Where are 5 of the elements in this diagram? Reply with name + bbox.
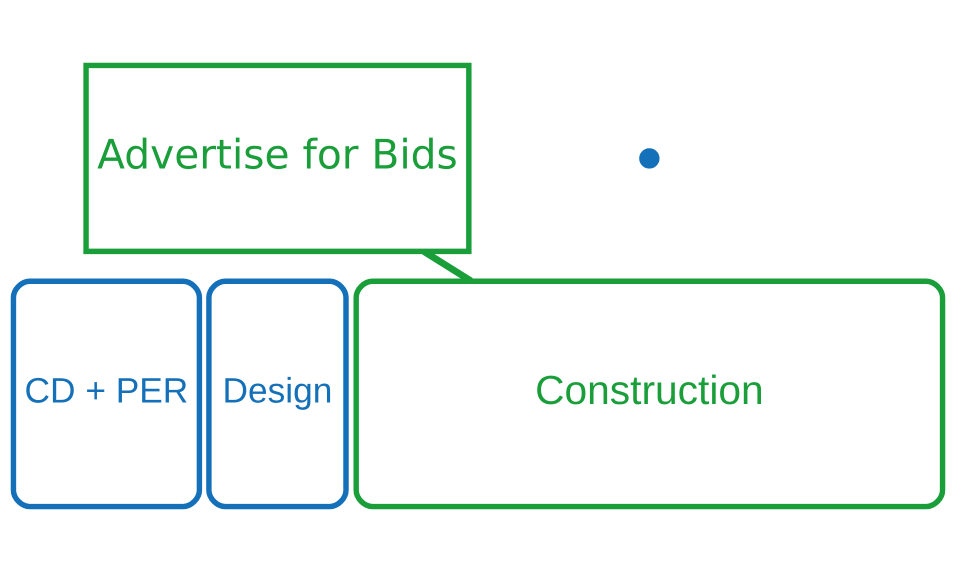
node-box: Design [206,278,349,509]
node-box: Construction [353,278,946,509]
node-box: CD + PER [10,278,202,509]
node-box: Advertise for Bids [83,62,472,254]
node-circle [639,148,660,168]
